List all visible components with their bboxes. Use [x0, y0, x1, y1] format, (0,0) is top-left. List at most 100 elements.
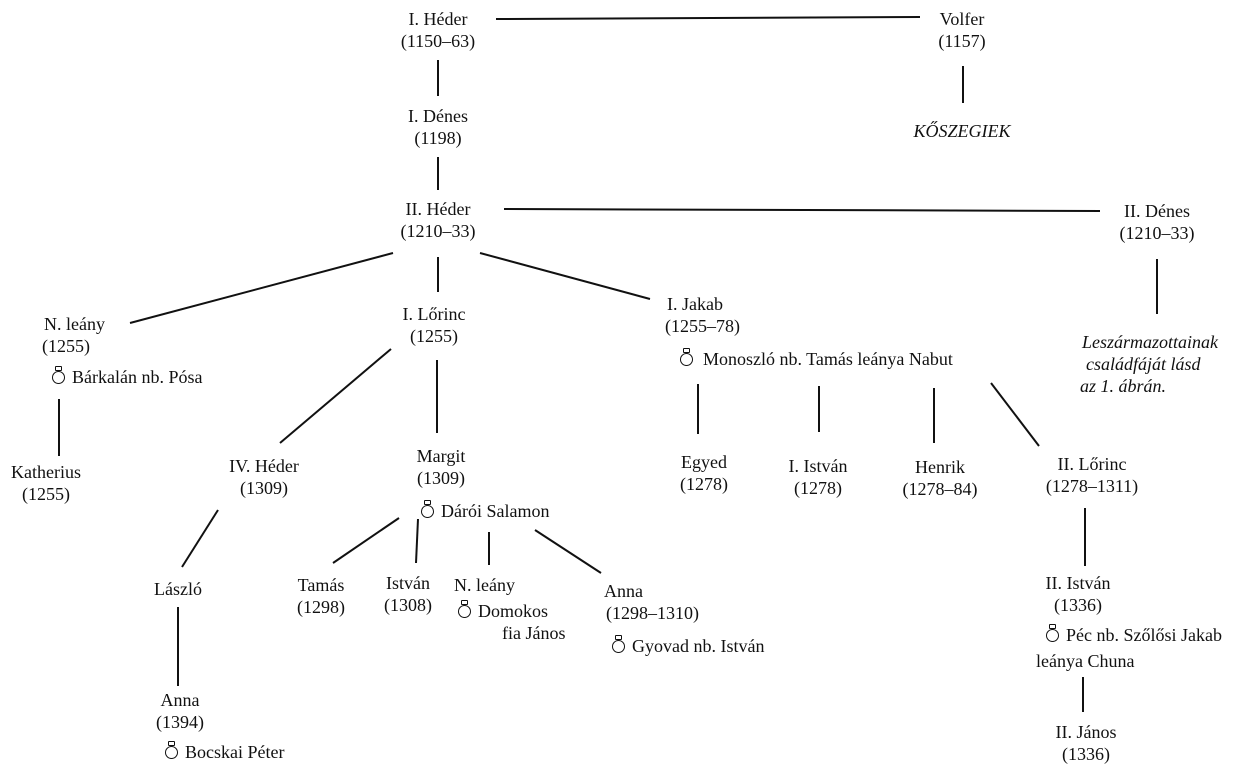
person-years: (1298–1310)	[606, 603, 699, 623]
connector-heder2-nleany1	[129, 252, 394, 324]
person-janos2: II. János (1336)	[1056, 721, 1117, 765]
koszegiek-label: KŐSZEGIEK	[913, 121, 1011, 141]
person-name: II. Dénes	[1124, 201, 1190, 221]
person-name: I. Dénes	[408, 106, 468, 126]
person-name: I. Héder	[408, 9, 468, 29]
connector-heder2-denes2	[503, 208, 1101, 212]
person-name: N. leány	[44, 314, 105, 334]
spouse-istvan2: Péc nb. Szőlősi Jakab leánya Chuna	[1036, 624, 1222, 672]
spouse-name-line2: fia János	[502, 623, 566, 643]
spouse-name: Dárói Salamon	[441, 501, 550, 521]
person-nleany2: N. leány	[454, 574, 515, 596]
ring-icon	[421, 500, 434, 518]
spouse-name: Bocskai Péter	[185, 742, 285, 762]
note-line: Leszármazottainak	[1082, 332, 1219, 352]
person-name: Volfer	[939, 9, 985, 29]
person-years: (1394)	[156, 712, 204, 732]
person-name: I. Jakab	[667, 294, 723, 314]
person-heder2: II. Héder (1210–33)	[401, 198, 476, 242]
person-name: Henrik	[915, 457, 965, 477]
person-years: (1278–1311)	[1045, 476, 1139, 496]
person-volfer: Volfer (1157)	[938, 8, 985, 52]
person-name: N. leány	[454, 575, 515, 595]
person-heder1: I. Héder (1150–63)	[401, 8, 475, 52]
spouse-nleany2: Domokos fia János	[458, 600, 565, 644]
person-anna1298: Anna (1298–1310)	[604, 580, 699, 624]
person-name: IV. Héder	[229, 456, 299, 476]
person-tamas: Tamás (1298)	[297, 574, 345, 618]
spouse-name: Domokos	[478, 601, 549, 621]
person-years: (1255)	[42, 336, 90, 356]
person-name: I. Lőrinc	[402, 304, 466, 324]
connector-margit-tamas	[332, 517, 400, 564]
ring-icon	[1046, 624, 1059, 642]
ring-icon	[680, 348, 693, 366]
person-years: (1278)	[793, 478, 842, 498]
person-name: II. Héder	[405, 199, 471, 219]
person-name: Margit	[416, 446, 466, 466]
person-name: László	[154, 579, 202, 599]
person-years: (1336)	[1062, 744, 1110, 764]
ring-icon	[165, 741, 178, 759]
person-istvan2: II. István (1336)	[1046, 572, 1111, 616]
person-years: (1255)	[21, 484, 70, 504]
person-name: Tamás	[297, 575, 345, 595]
person-years: (1278)	[680, 474, 728, 494]
connector-lorinc1-heder4	[279, 348, 392, 444]
person-name: II. János	[1055, 722, 1117, 742]
spouse-nleany1: Bárkalán nb. Pósa	[52, 366, 202, 388]
descendants-note: Leszármazottainak családfáját lásd az 1.…	[1080, 331, 1219, 397]
person-years: (1309)	[416, 468, 465, 488]
spouse-margit: Dárói Salamon	[421, 500, 549, 522]
connector-margit-istvan1308	[415, 518, 419, 564]
person-denes1: I. Dénes (1198)	[408, 105, 468, 149]
person-heder4: IV. Héder (1309)	[229, 455, 299, 499]
person-years: (1198)	[414, 128, 462, 148]
ring-icon	[458, 600, 471, 618]
person-margit: Margit (1309)	[417, 445, 466, 489]
person-nleany1: N. leány (1255)	[42, 313, 105, 357]
person-years: (1210–33)	[400, 221, 476, 241]
person-years: (1150–63)	[400, 31, 476, 51]
connector-heder1-volfer	[495, 16, 921, 20]
person-name: II. Lőrinc	[1057, 454, 1127, 474]
person-name: Egyed	[681, 452, 727, 472]
person-years: (1255)	[409, 326, 458, 346]
person-lorinc2: II. Lőrinc (1278–1311)	[1046, 453, 1138, 497]
person-years: (1255–78)	[665, 316, 740, 336]
person-name: István	[386, 573, 430, 593]
spouse-jakab1: Monoszló nb. Tamás leánya Nabut	[680, 348, 953, 370]
spouse-anna1298: Gyovad nb. István	[612, 635, 764, 657]
person-years: (1157)	[938, 31, 986, 51]
spouse-name: Péc nb. Szőlősi Jakab	[1066, 625, 1222, 645]
connector-heder4-laszlo	[181, 509, 219, 568]
spouse-name-line2: leánya Chuna	[1036, 651, 1135, 671]
person-egyed: Egyed (1278)	[680, 451, 728, 495]
person-jakab1: I. Jakab (1255–78)	[665, 293, 740, 337]
spouse-name: Bárkalán nb. Pósa	[72, 367, 203, 387]
spouse-anna1394: Bocskai Péter	[165, 741, 284, 763]
note-line: családfáját lásd	[1086, 354, 1201, 374]
person-name: Katherius	[11, 462, 81, 482]
ring-icon	[52, 366, 65, 384]
note-line: az 1. ábrán.	[1080, 376, 1167, 396]
person-anna1394: Anna (1394)	[156, 689, 204, 733]
person-lorinc1: I. Lőrinc (1255)	[403, 303, 466, 347]
person-years: (1308)	[384, 595, 432, 615]
person-istvan1: I. István (1278)	[789, 455, 848, 499]
spouse-name: Gyovad nb. István	[632, 636, 765, 656]
person-name: Anna	[160, 690, 200, 710]
person-name: I. István	[788, 456, 848, 476]
connector-heder2-jakab1	[479, 252, 651, 300]
person-katherius: Katherius (1255)	[11, 461, 81, 505]
ring-icon	[612, 635, 625, 653]
person-laszlo: László	[154, 578, 202, 600]
person-name: Anna	[604, 581, 643, 601]
connector-jakab1-lorinc2	[990, 382, 1040, 447]
person-henrik: Henrik (1278–84)	[903, 456, 978, 500]
person-istvan1308: István (1308)	[384, 572, 432, 616]
person-years: (1298)	[297, 597, 345, 617]
person-years: (1336)	[1053, 595, 1102, 615]
